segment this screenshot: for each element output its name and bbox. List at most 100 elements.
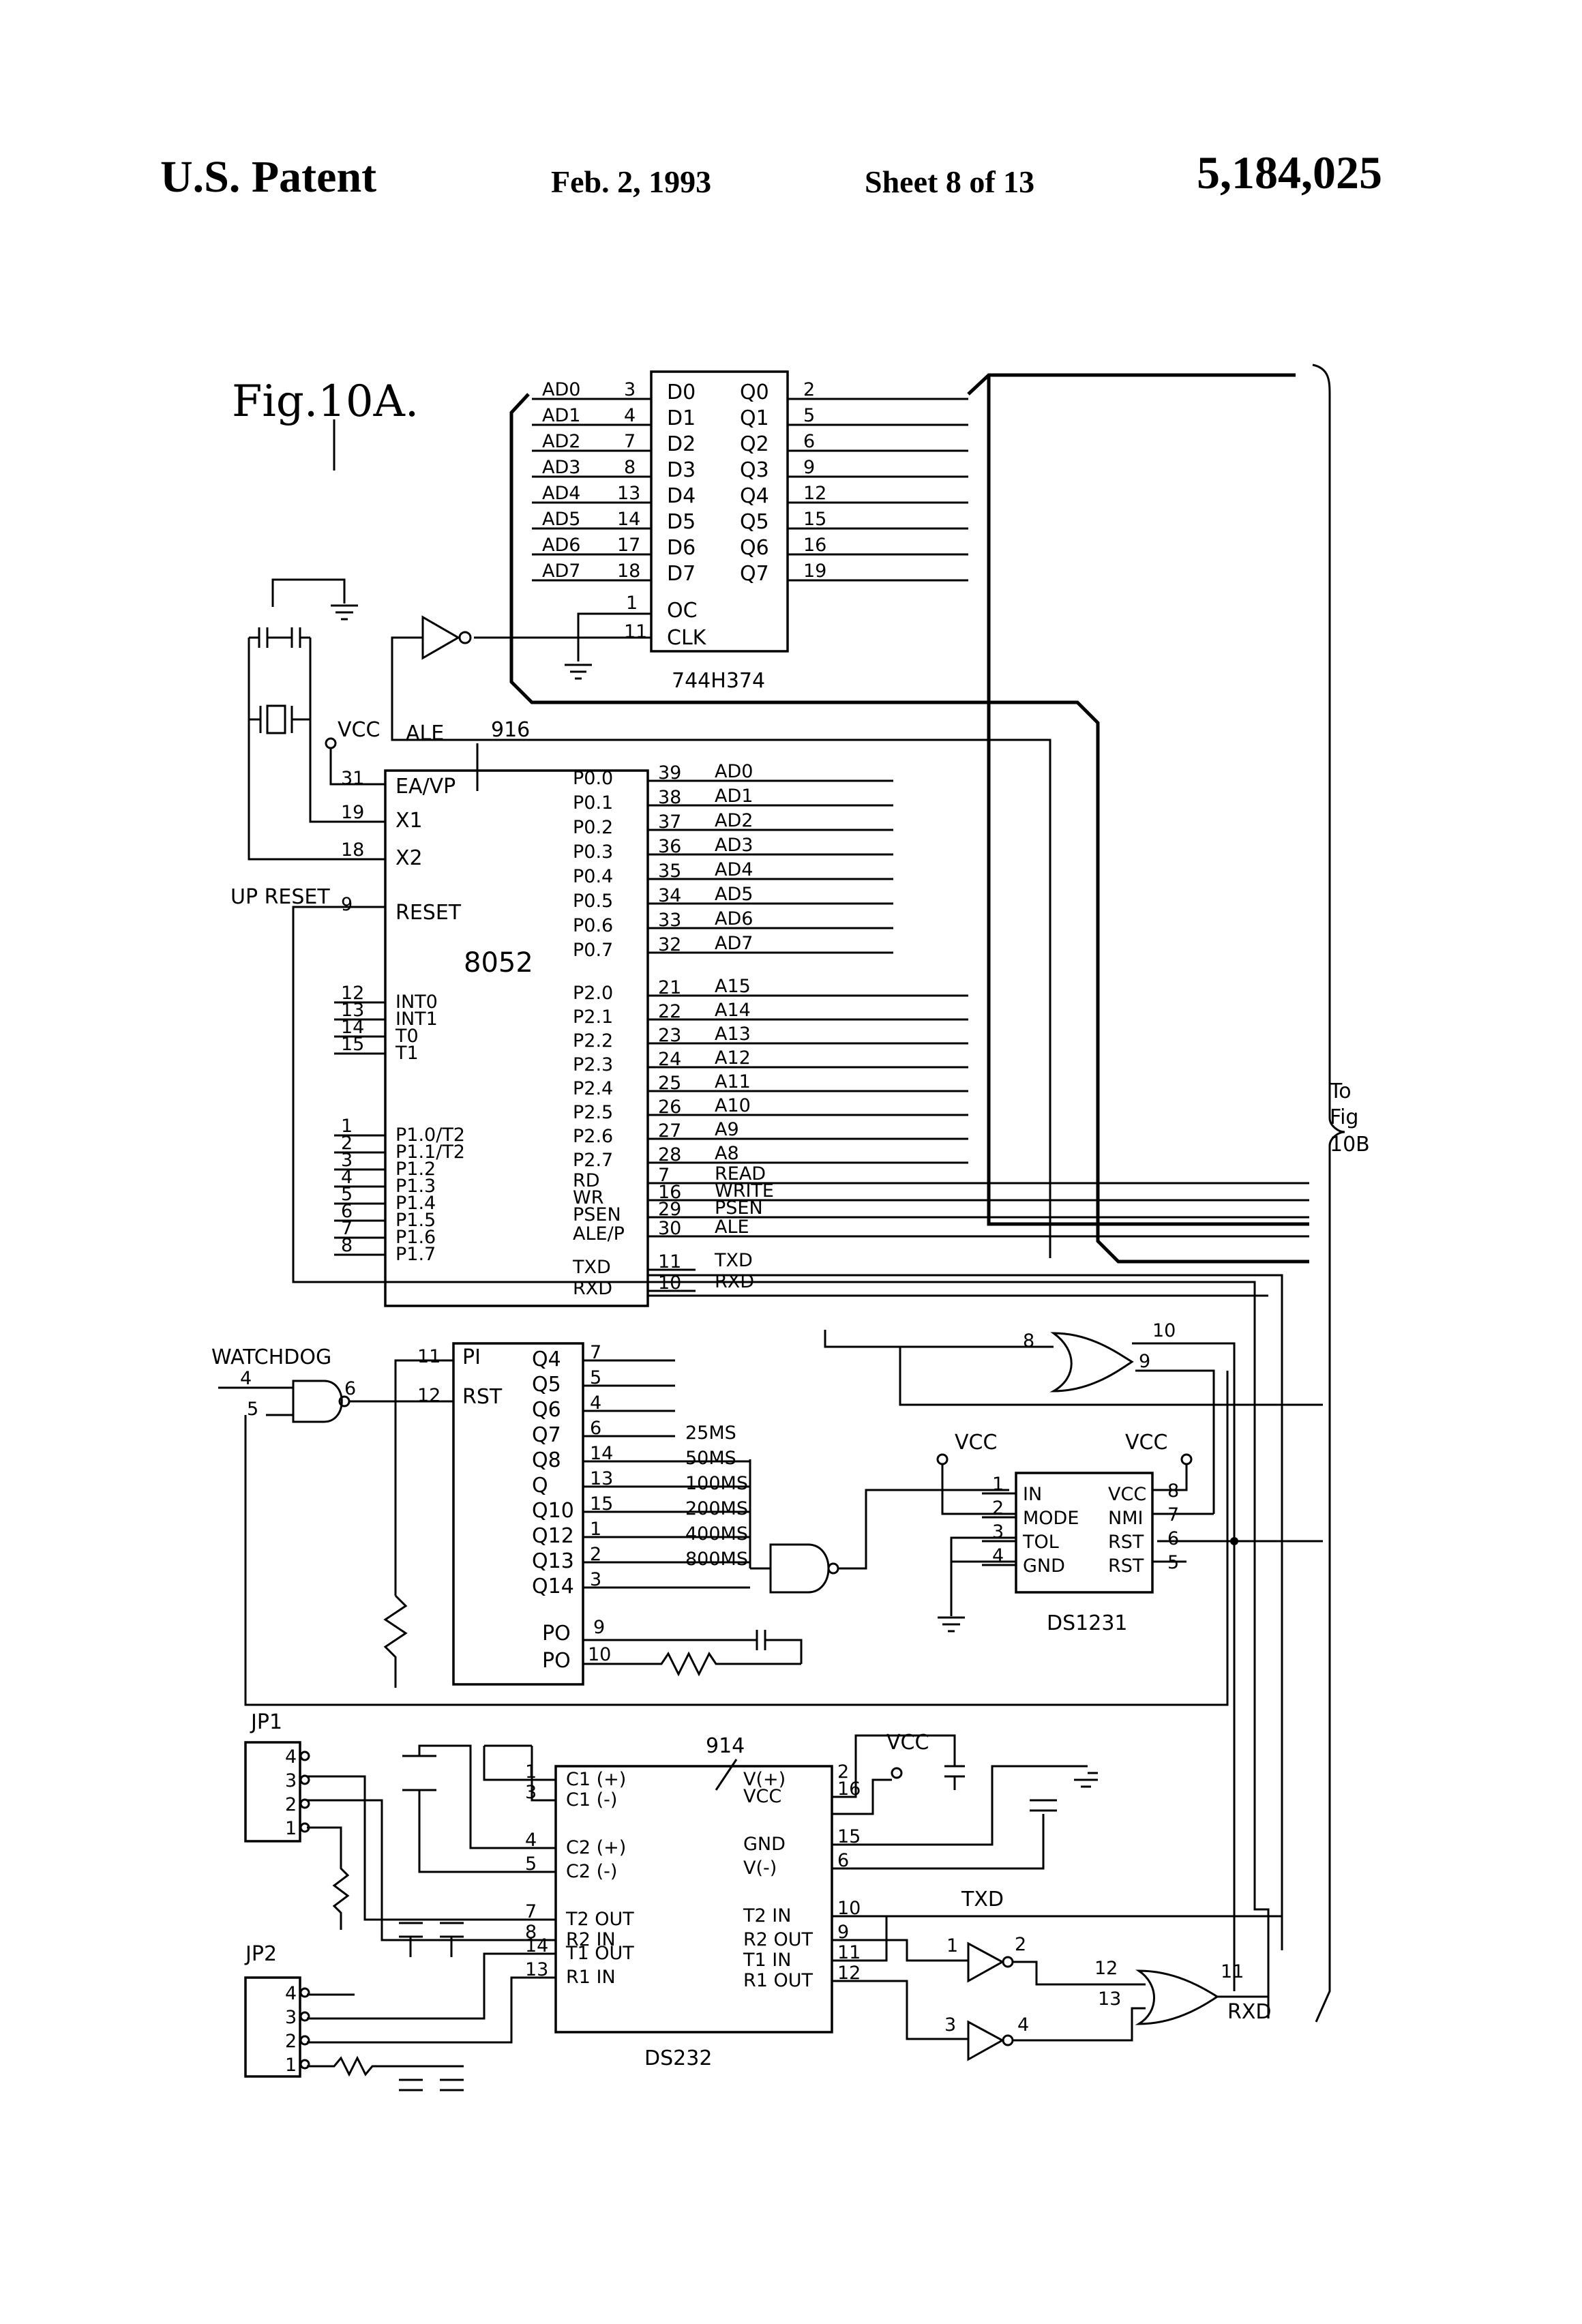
mcu-left-pin-name: X2 bbox=[395, 846, 423, 870]
mcu-right-pin-name: P2.7 bbox=[573, 1150, 613, 1171]
counter-pi-wire bbox=[394, 1359, 453, 1596]
ds232-right-pin-name: V(-) bbox=[743, 1858, 777, 1879]
latch-output-pin: 19 bbox=[803, 561, 826, 582]
mcu-left-pin-name: X1 bbox=[395, 809, 423, 833]
ds1231-ground-symbol bbox=[938, 1616, 965, 1633]
mcu-right-pin-name: P0.0 bbox=[573, 768, 613, 789]
mcu-right-pin-name: P2.2 bbox=[573, 1030, 613, 1052]
ds232-right-pin-name: R1 OUT bbox=[743, 1970, 814, 1991]
ds232-name: DS232 bbox=[644, 2046, 712, 2070]
counter-output-pin: 7 bbox=[590, 1342, 601, 1363]
ds232-left-pin-name: R2 IN bbox=[566, 1929, 616, 1950]
mcu-right-pin-name: P0.7 bbox=[573, 940, 613, 961]
ds1231-right-pin-number: 6 bbox=[1167, 1528, 1179, 1549]
ds1231-name: DS1231 bbox=[1047, 1611, 1128, 1635]
counter-pin-pi: 11 bbox=[417, 1346, 441, 1367]
ds232-left-pin-name: C1 (+) bbox=[566, 1769, 626, 1790]
sheet-number: Sheet 8 of 13 bbox=[865, 164, 1035, 199]
ds232-right-pin-name: T2 IN bbox=[743, 1905, 791, 1926]
q-bus-vertical bbox=[987, 375, 1309, 1226]
x1-wire bbox=[309, 638, 385, 823]
ds232-left-pin-number: 5 bbox=[525, 1853, 537, 1875]
ds232-right-pin-number: 2 bbox=[837, 1761, 849, 1783]
jp1-pin-number: 3 bbox=[285, 1770, 297, 1791]
ds1231-left-pin-number: 4 bbox=[992, 1545, 1004, 1566]
latch-output-name: Q3 bbox=[740, 458, 769, 482]
mcu-right-pin-name: P2.4 bbox=[573, 1078, 613, 1099]
mcu-right-pin-name: ALE/P bbox=[573, 1223, 625, 1245]
mcu-right-pin-signal: A15 bbox=[715, 976, 751, 997]
jp1-wires bbox=[307, 1775, 535, 1941]
inv2-in: 3 bbox=[944, 2014, 956, 2036]
jp2-pin-number: 3 bbox=[285, 2007, 297, 2028]
ds1231-vcc-right-terminal bbox=[1180, 1453, 1193, 1465]
ds232-left-pin-number: 3 bbox=[525, 1782, 537, 1803]
latch-chip bbox=[650, 370, 789, 653]
mcu-right-pin-signal: ALE bbox=[715, 1217, 749, 1238]
mcu-left-pin-name: P1.2 bbox=[395, 1159, 436, 1180]
jp2-pin-number: 2 bbox=[285, 2031, 297, 2052]
ds232-left-pin-name: C2 (-) bbox=[566, 1861, 617, 1882]
rst-junction bbox=[1230, 1537, 1238, 1545]
mcu-left-pin-number: 2 bbox=[341, 1133, 353, 1154]
mcu-right-pin-name: PSEN bbox=[573, 1204, 621, 1225]
mcu-right-pin-name: P0.2 bbox=[573, 817, 613, 838]
mcu-right-pin-signal: AD4 bbox=[715, 859, 753, 880]
mcu-right-pin-name: P0.6 bbox=[573, 915, 613, 936]
ds232-left-pin-number: 7 bbox=[525, 1901, 537, 1922]
ds232-left-pin-number: 4 bbox=[525, 1830, 537, 1851]
mcu-left-pin-name: EA/VP bbox=[395, 775, 456, 799]
counter-output-pin: 3 bbox=[590, 1569, 601, 1590]
jp2-pin-terminal bbox=[299, 2035, 310, 2046]
mcu-right-pin-number: 7 bbox=[658, 1165, 670, 1186]
ds232-right-pin-name: V(+) bbox=[743, 1769, 786, 1790]
ds1231-right-pin-name: NMI bbox=[1108, 1508, 1143, 1529]
ds232-left-pin-number: 1 bbox=[525, 1761, 537, 1783]
ds1231-left-pin-name: TOL bbox=[1022, 1532, 1059, 1553]
rx-or-in-12: 12 bbox=[1094, 1958, 1118, 1979]
mcu-right-pin-name: P0.1 bbox=[573, 792, 613, 814]
jp2-pin-number: 1 bbox=[285, 2055, 297, 2076]
timeout-nand bbox=[769, 1543, 830, 1594]
mcu-right-pin-signal: AD1 bbox=[715, 786, 753, 807]
mcu-right-pin-name: RXD bbox=[573, 1278, 612, 1299]
x2-wire bbox=[248, 638, 385, 861]
counter-output-name: Q10 bbox=[532, 1499, 574, 1523]
ds1231-vcc-left: VCC bbox=[955, 1431, 997, 1455]
jp1-connector bbox=[244, 1741, 301, 1843]
ds1231-left-pin-name: IN bbox=[1023, 1484, 1042, 1505]
latch-name: 744H374 bbox=[672, 669, 765, 693]
watchdog-nand-in-1: 4 bbox=[240, 1368, 252, 1389]
ds1231-right-pin-number: 8 bbox=[1167, 1480, 1179, 1502]
oc-ground-wire bbox=[577, 612, 651, 661]
latch-input-signal: AD1 bbox=[542, 405, 580, 426]
counter-chip bbox=[452, 1342, 584, 1686]
counter-output-name: Q12 bbox=[532, 1524, 574, 1548]
latch-input-pin: 4 bbox=[624, 405, 636, 426]
jp1-pin-terminal bbox=[299, 1751, 310, 1761]
patent-title: U.S. Patent bbox=[160, 152, 377, 202]
mcu-right-pin-name: P0.3 bbox=[573, 841, 613, 863]
rx-inverter-2-bubble bbox=[1002, 2034, 1014, 2046]
mcu-right-pin-signal: A14 bbox=[715, 1000, 751, 1021]
counter-output-pin: 2 bbox=[590, 1544, 601, 1565]
ds232-left-pin-name: T1 OUT bbox=[565, 1943, 634, 1964]
jp2-wires bbox=[307, 1952, 535, 2077]
or-pin-8: 8 bbox=[1023, 1330, 1034, 1352]
to-fig-label-2: Fig bbox=[1330, 1105, 1358, 1129]
counter-output-name: Q8 bbox=[532, 1448, 561, 1472]
rx-inverter-2 bbox=[967, 2020, 1005, 2061]
crystal-capacitors bbox=[249, 627, 310, 648]
jp2-connector bbox=[244, 1976, 301, 2078]
mcu-left-pin-number: 31 bbox=[341, 768, 364, 789]
counter-pi-resistor bbox=[383, 1594, 408, 1688]
ds1231-left-pin-number: 1 bbox=[992, 1474, 1004, 1495]
mcu-right-pin-name: P0.4 bbox=[573, 866, 613, 887]
latch-input-name: D4 bbox=[667, 484, 696, 508]
mcu-name: 8052 bbox=[464, 947, 533, 979]
ds232-right-pin-name: VCC bbox=[743, 1786, 781, 1807]
latch-input-name: D7 bbox=[667, 562, 696, 586]
